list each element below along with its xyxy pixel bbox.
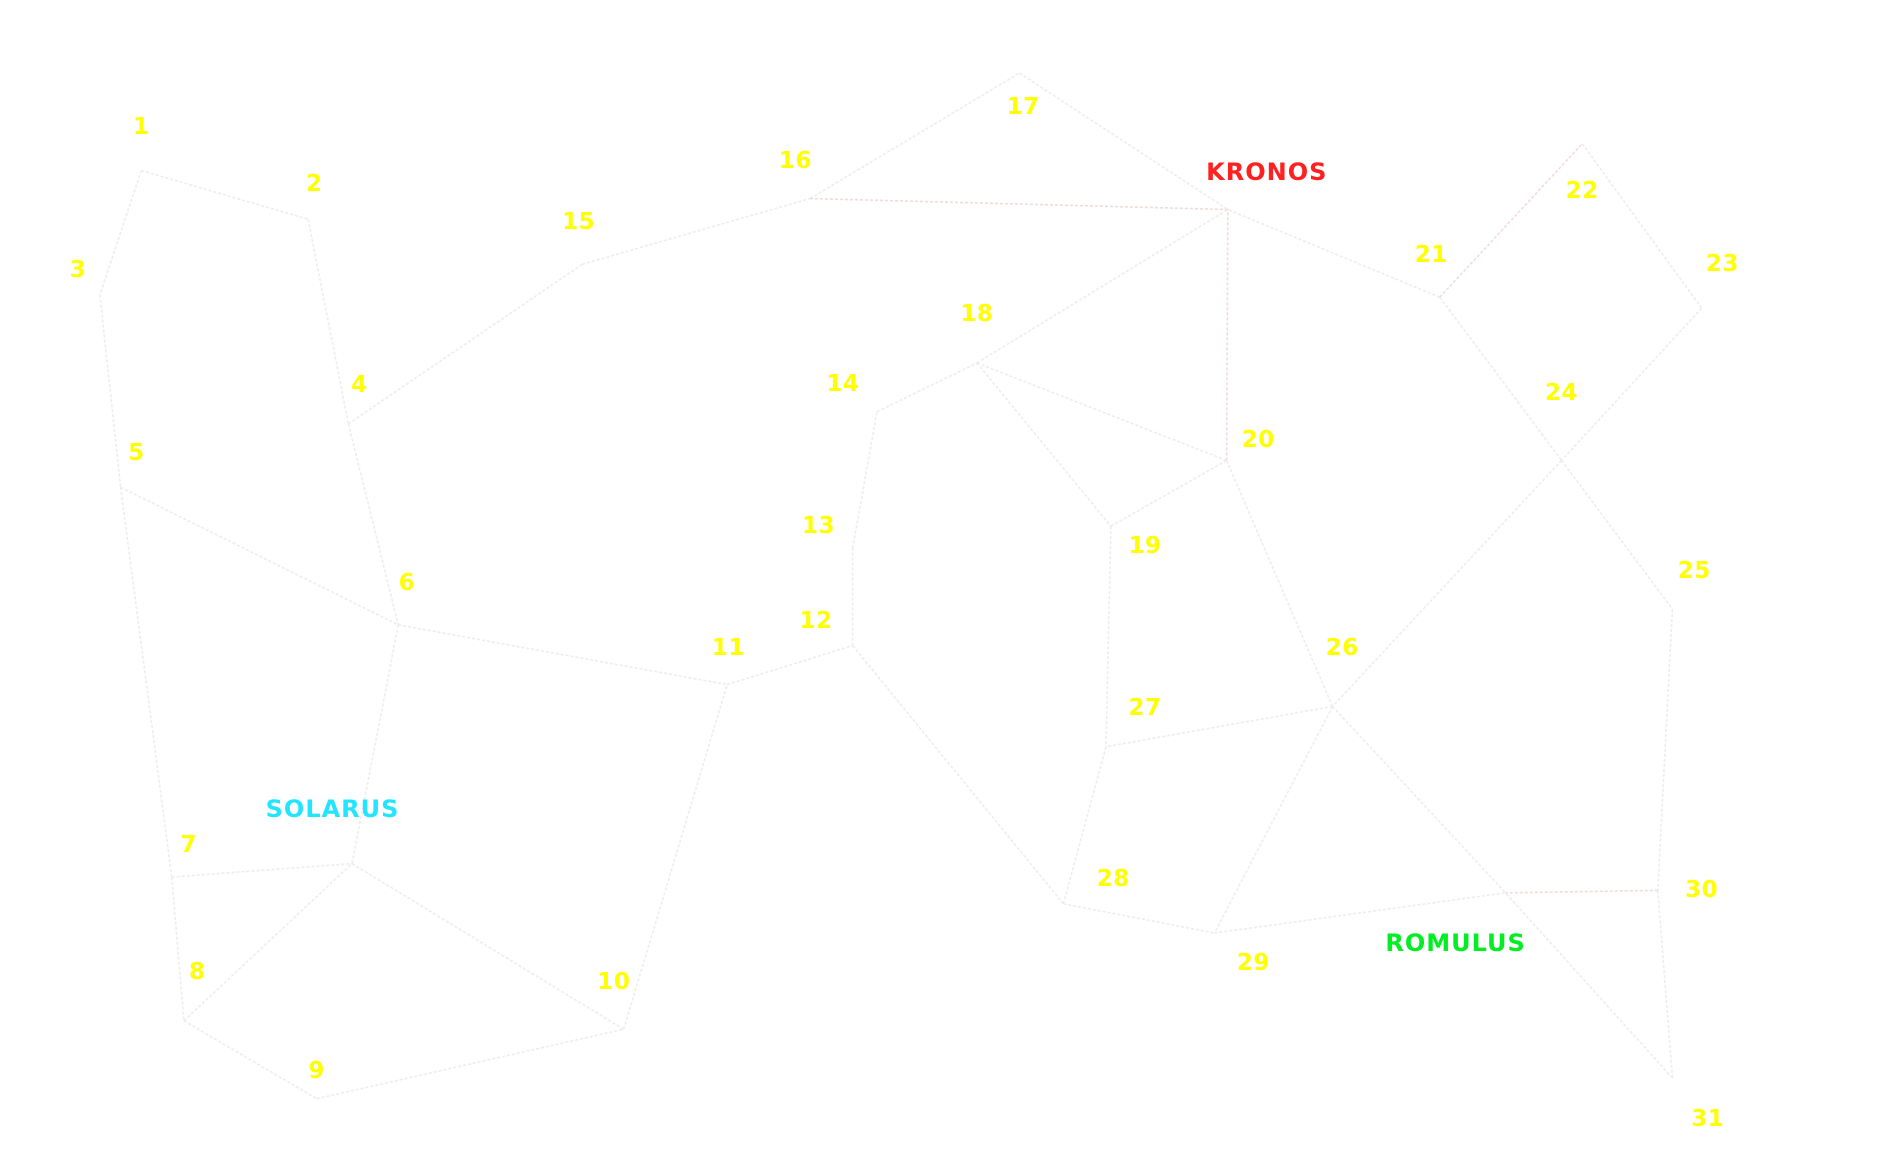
lane-20-26 [1225,460,1334,707]
lane-24-25 [1560,459,1674,610]
node-6[interactable]: 6 [398,570,416,597]
lane-31-romulus_hub [1504,892,1673,1079]
lane-21-kronos_hub [1227,208,1441,298]
lane-14-18 [876,362,978,413]
lane-19-20 [1110,459,1227,527]
lane-30-31 [1656,890,1674,1079]
node-10[interactable]: 10 [597,968,631,995]
lane-3-5 [99,294,122,488]
node-3[interactable]: 3 [69,257,87,284]
lane-7-solarus_hub [171,862,353,878]
lane-25-30 [1656,608,1674,891]
lane-28-29 [1063,903,1215,934]
node-23[interactable]: 23 [1705,251,1739,278]
node-4[interactable]: 4 [351,371,368,398]
lane-19-27 [1105,526,1112,747]
faction-kronos[interactable]: KRONOS [1206,157,1328,186]
node-1[interactable]: 1 [133,113,150,140]
lane-20-kronos_hub [1225,209,1229,461]
lane-5-7 [119,487,173,878]
lane-1-3 [99,170,143,296]
node-2[interactable]: 2 [305,170,323,197]
node-5[interactable]: 5 [128,440,145,467]
node-21[interactable]: 21 [1414,241,1448,268]
lane-13-14 [851,411,878,549]
node-24[interactable]: 24 [1545,380,1579,407]
lane-10-solarus_hub [351,862,625,1030]
node-18[interactable]: 18 [960,301,994,328]
node-11[interactable]: 11 [711,635,745,661]
lane-4-15 [347,263,583,425]
node-17[interactable]: 17 [1006,94,1040,121]
lane-4-6 [347,423,400,626]
lane-17-kronos_hub [1019,72,1229,211]
lane-1-2 [141,169,309,221]
node-7[interactable]: 7 [180,832,198,859]
lane-16-kronos_hub [809,197,1228,211]
node-15[interactable]: 15 [562,208,596,235]
lane-10-11 [622,684,728,1030]
lane-30-romulus_hub [1505,889,1658,894]
lane-8-solarus_hub [183,863,353,1022]
lane-6-solarus_hub [351,624,400,864]
node-31[interactable]: 31 [1691,1106,1725,1133]
node-27[interactable]: 27 [1128,694,1162,721]
lane-23-24 [1560,307,1703,461]
node-25[interactable]: 25 [1677,558,1711,585]
lane-9-10 [316,1028,624,1100]
node-14[interactable]: 14 [826,370,860,397]
node-29[interactable]: 29 [1236,950,1270,977]
node-9[interactable]: 9 [308,1057,325,1084]
lane-16-17 [809,72,1020,200]
node-30[interactable]: 30 [1685,877,1719,904]
node-20[interactable]: 20 [1241,426,1275,453]
lane-21-24 [1439,296,1563,461]
lane-18-19 [976,362,1112,527]
lane-7-8 [170,876,185,1021]
lane-29-romulus_hub [1214,892,1506,934]
lane-24-26 [1331,459,1563,708]
node-28[interactable]: 28 [1096,866,1130,893]
lane-6-11 [398,624,728,686]
lane-21-22 [1439,143,1583,298]
node-8[interactable]: 8 [189,959,206,985]
lane-26-29 [1213,706,1334,934]
lane-22-23 [1581,143,1703,309]
node-26[interactable]: 26 [1325,635,1359,661]
lane-18-kronos_hub [976,208,1229,364]
node-16[interactable]: 16 [778,147,812,174]
lane-5-6 [120,486,399,626]
node-12[interactable]: 12 [799,608,833,635]
node-19[interactable]: 19 [1128,532,1162,559]
faction-solarus[interactable]: SOLARUS [265,794,400,823]
faction-romulus[interactable]: ROMULUS [1385,928,1526,957]
lane-26-27 [1105,705,1333,748]
lane-27-28 [1062,746,1107,905]
lane-8-9 [183,1020,318,1100]
lane-28-12 [852,645,1064,905]
lane-18-20 [976,362,1227,462]
lane-15-16 [582,197,811,266]
lane-11-12 [726,644,853,686]
lane-26-romulus_hub [1331,705,1507,894]
node-22[interactable]: 22 [1565,178,1599,205]
node-13[interactable]: 13 [802,513,836,540]
lane-2-4 [307,219,350,425]
